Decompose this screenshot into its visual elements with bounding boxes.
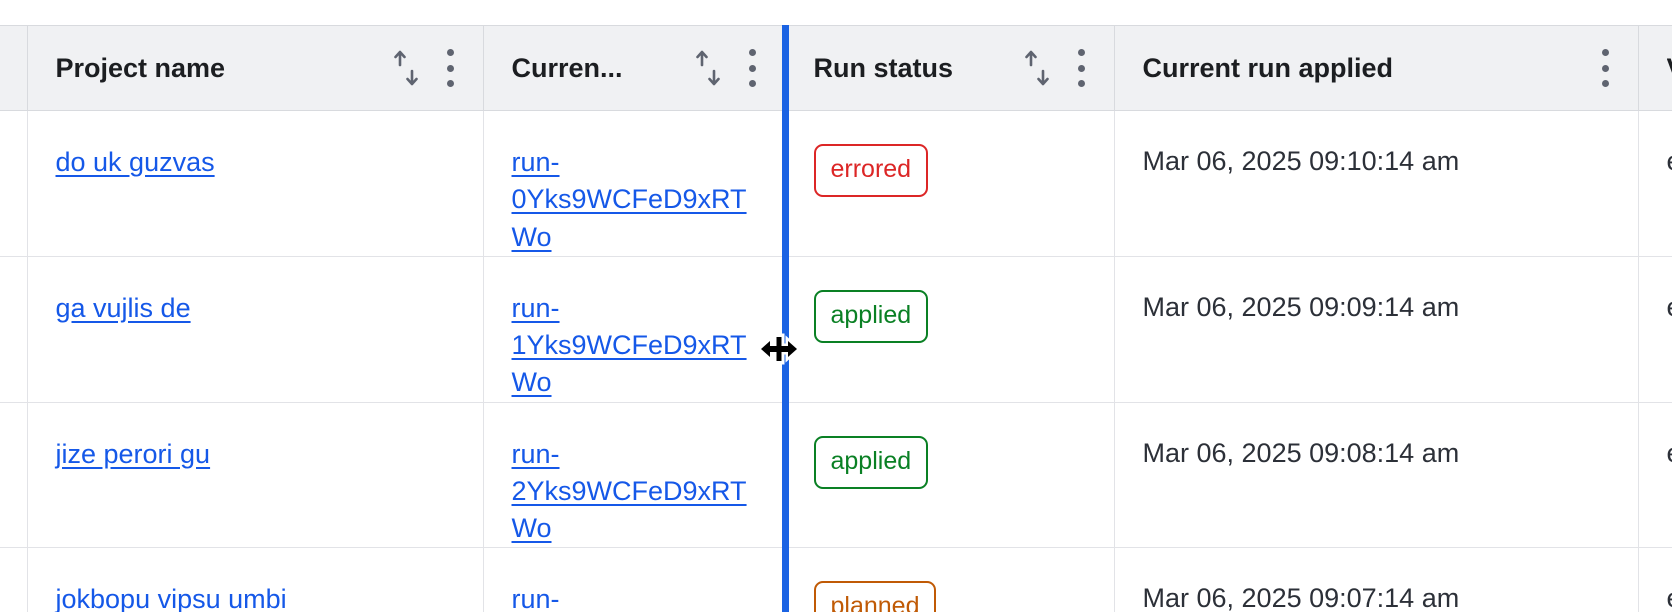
project-name-link[interactable]: jize perori gu	[55, 438, 211, 469]
next-col-text: e	[1667, 146, 1672, 176]
next-col-text: e	[1667, 292, 1672, 322]
next-col-text: e	[1667, 583, 1672, 612]
row-select-cell[interactable]	[0, 110, 28, 257]
cell-project-name: do uk guzvas	[27, 110, 484, 257]
current-run-applied-text: Mar 06, 2025 09:08:14 am	[1142, 437, 1460, 468]
column-header-label-current-run: Curren...	[511, 52, 623, 83]
row-select-cell[interactable]	[0, 402, 28, 549]
cell-current-run: run-3Yks9WCFeD9xRTWo	[483, 547, 786, 612]
current-run-link[interactable]: run-3Yks9WCFeD9xRTWo	[511, 584, 560, 612]
sort-icon[interactable]	[1022, 49, 1052, 87]
row-select-cell[interactable]	[0, 256, 28, 403]
sort-icon[interactable]	[391, 49, 421, 87]
cell-current-run-applied: Mar 06, 2025 09:09:14 am	[1114, 256, 1639, 403]
projects-table: Project name Curren...	[0, 25, 1672, 612]
cell-current-run-applied: Mar 06, 2025 09:07:14 am	[1114, 547, 1639, 612]
cell-current-run-applied: Mar 06, 2025 09:08:14 am	[1114, 402, 1639, 549]
table-row: jokbopu vipsu umbi run-3Yks9WCFeD9xRTWo …	[0, 547, 1672, 612]
column-header-select	[0, 25, 28, 111]
header-row: Project name Curren...	[0, 25, 1672, 111]
current-run-applied-text: Mar 06, 2025 09:09:14 am	[1142, 291, 1460, 322]
table-row: jize perori gu run-2Yks9WCFeD9xRTWo appl…	[0, 402, 1672, 549]
table-row: ga vujlis de run-1Yks9WCFeD9xRTWo applie…	[0, 256, 1672, 403]
status-badge: applied	[813, 435, 929, 489]
cell-run-status: errored	[785, 110, 1115, 257]
cell-current-run: run-0Yks9WCFeD9xRTWo	[483, 110, 786, 257]
current-run-link[interactable]: run-0Yks9WCFeD9xRTWo	[511, 147, 747, 252]
cell-next: e	[1638, 110, 1672, 257]
project-name-link[interactable]: do uk guzvas	[55, 147, 215, 177]
cell-current-run-applied: Mar 06, 2025 09:10:14 am	[1114, 110, 1639, 257]
sort-icon[interactable]	[693, 49, 723, 87]
column-menu-icon-current-run-applied[interactable]	[1602, 49, 1610, 87]
status-badge: planned	[813, 581, 937, 612]
cell-project-name: jize perori gu	[27, 402, 484, 549]
project-name-link[interactable]: jokbopu vipsu umbi	[55, 584, 287, 612]
table-body: do uk guzvas run-0Yks9WCFeD9xRTWo errore…	[0, 110, 1672, 612]
cell-run-status: applied	[785, 256, 1115, 403]
next-col-text: e	[1667, 438, 1672, 468]
project-name-link[interactable]: ga vujlis de	[55, 292, 191, 323]
cell-current-run: run-2Yks9WCFeD9xRTWo	[483, 402, 786, 549]
cell-project-name: ga vujlis de	[27, 256, 484, 403]
cell-current-run: run-1Yks9WCFeD9xRTWo	[483, 256, 786, 403]
row-select-cell[interactable]	[0, 547, 28, 612]
cell-run-status: planned	[785, 547, 1115, 612]
column-header-run-status[interactable]: Run status	[785, 25, 1115, 111]
column-header-project-name[interactable]: Project name	[27, 25, 484, 111]
cell-run-status: applied	[785, 402, 1115, 549]
current-run-applied-text: Mar 06, 2025 09:10:14 am	[1142, 146, 1460, 176]
table-header: Project name Curren...	[0, 25, 1672, 111]
column-header-current-run-applied[interactable]: Current run applied	[1114, 25, 1639, 111]
cell-project-name: jokbopu vipsu umbi	[27, 547, 484, 612]
column-header-label-next: V	[1667, 52, 1672, 84]
column-menu-icon-project-name[interactable]	[447, 49, 455, 87]
column-resize-guide[interactable]	[782, 25, 789, 612]
column-header-next[interactable]: V	[1638, 25, 1672, 111]
cell-next: e	[1638, 402, 1672, 549]
current-run-link[interactable]: run-2Yks9WCFeD9xRTWo	[511, 438, 747, 544]
current-run-applied-text: Mar 06, 2025 09:07:14 am	[1142, 583, 1460, 612]
status-badge: errored	[813, 144, 929, 197]
column-menu-icon-current-run[interactable]	[749, 49, 757, 87]
table-row: do uk guzvas run-0Yks9WCFeD9xRTWo errore…	[0, 110, 1672, 257]
column-header-current-run[interactable]: Curren...	[483, 25, 786, 111]
column-header-label-run-status: Run status	[813, 52, 954, 83]
cell-next: e	[1638, 256, 1672, 403]
column-header-label-project-name: Project name	[55, 52, 226, 83]
column-menu-icon-run-status[interactable]	[1078, 49, 1086, 87]
cell-next: e	[1638, 547, 1672, 612]
status-badge: applied	[813, 289, 929, 343]
column-header-label-current-run-applied: Current run applied	[1142, 52, 1394, 83]
current-run-link[interactable]: run-1Yks9WCFeD9xRTWo	[511, 292, 747, 398]
